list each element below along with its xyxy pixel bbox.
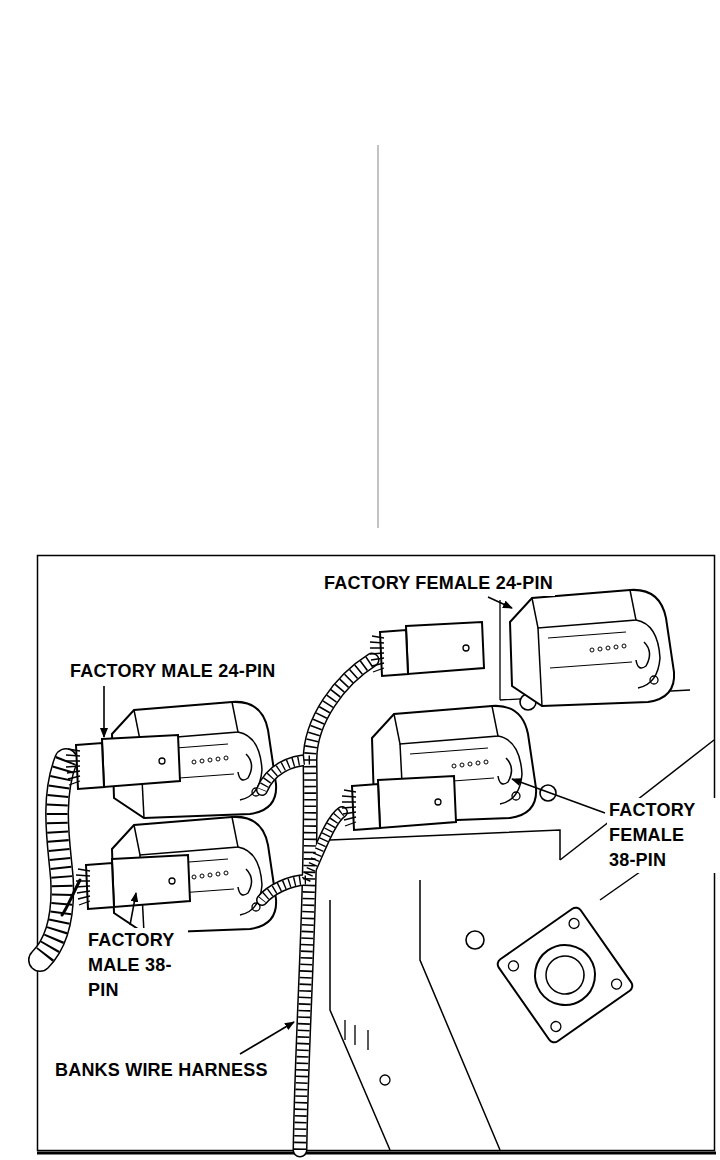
harness-plug-24	[370, 622, 484, 676]
loom-spiral	[262, 880, 306, 900]
callout-label: FACTORY MALE 24-PIN	[68, 659, 278, 684]
loom-fill	[300, 660, 372, 1150]
sensor-flange	[495, 905, 634, 1044]
loom-spiral	[40, 760, 66, 960]
loom-outline	[262, 880, 306, 900]
loom-outline	[300, 660, 372, 1150]
leader-arrow	[103, 686, 105, 737]
flange-bore	[523, 933, 607, 1017]
column-rule	[377, 145, 378, 528]
flange-bolt	[507, 959, 521, 973]
flange-bolt	[567, 917, 581, 931]
leader-arrow	[512, 779, 605, 813]
female-24-pin-housing	[510, 590, 674, 706]
flange-bolt	[610, 977, 624, 991]
loom-fill	[262, 760, 310, 790]
loom-fill	[40, 760, 66, 960]
engine-ribs	[345, 1020, 368, 1050]
callout-label: BANKS WIRE HARNESS	[53, 1058, 270, 1083]
loom-spiral	[306, 812, 342, 880]
engine-edge	[420, 880, 500, 1150]
harness-plug-24	[66, 735, 180, 789]
callout-label: FACTORY FEMALE 38-PIN	[607, 798, 716, 873]
loom-spiral	[300, 660, 372, 1150]
loom-outline	[262, 760, 310, 790]
flange-bolt	[549, 1020, 563, 1034]
bolt-head	[466, 931, 484, 949]
bottom-rule	[37, 1152, 716, 1155]
callout-label: FACTORY FEMALE 24-PIN	[322, 571, 555, 596]
flange-bore	[539, 949, 592, 1002]
leader-arrow	[240, 1022, 294, 1054]
leader-arrow	[130, 893, 136, 925]
leader-arrow	[488, 597, 512, 608]
flange-plate	[495, 905, 634, 1044]
bracket-edge	[330, 830, 560, 860]
loom-outline	[40, 760, 66, 960]
harness-plug-38	[76, 855, 190, 909]
harness-plug-38	[342, 776, 456, 830]
wire-loom	[40, 660, 372, 1150]
callout-label: FACTORY MALE 38-PIN	[86, 928, 188, 1003]
wire-bundle	[62, 880, 80, 915]
engine-edge	[330, 900, 390, 1150]
engine-bolt	[380, 1075, 390, 1085]
loom-spiral	[262, 760, 310, 790]
loom-fill	[262, 880, 306, 900]
